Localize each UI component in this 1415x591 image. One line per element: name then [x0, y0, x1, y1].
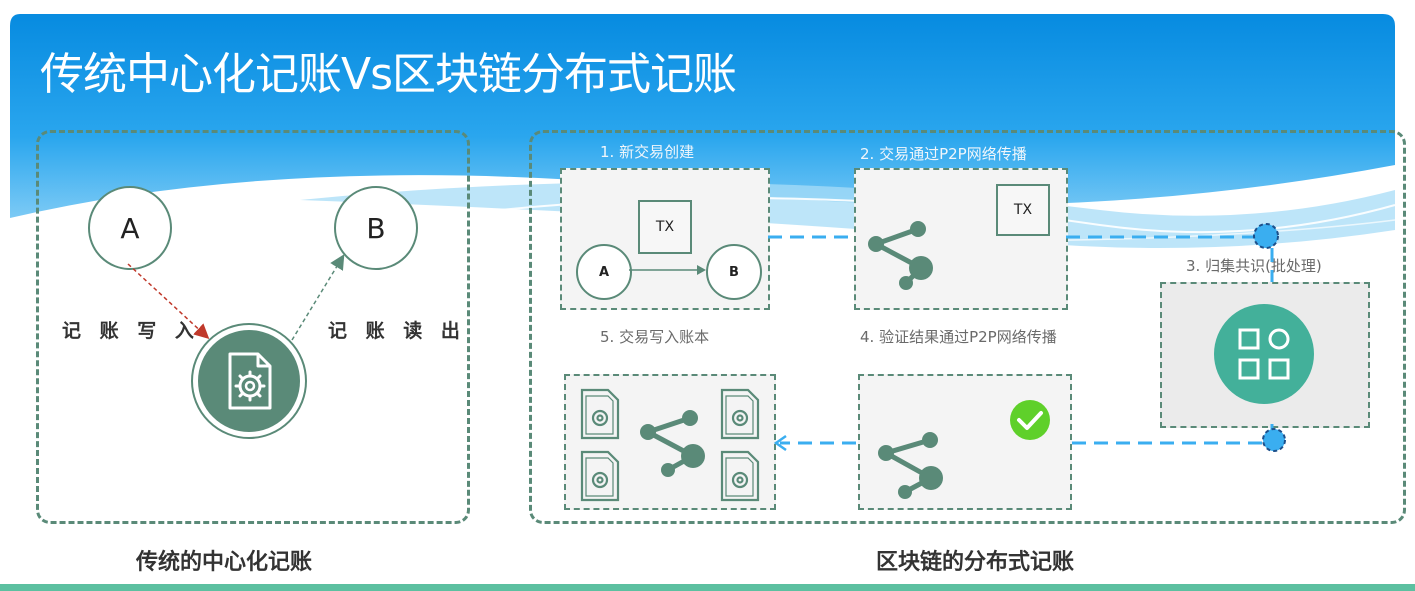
distributed-panel	[529, 130, 1406, 524]
mini-node-b: B	[706, 244, 762, 300]
centralized-caption: 传统的中心化记账	[136, 550, 313, 575]
step2-tx: TX	[996, 184, 1050, 236]
write-arrow	[127, 263, 210, 340]
check-icon	[1010, 400, 1050, 440]
share-icon	[868, 221, 933, 290]
read-arrow	[291, 254, 345, 341]
central-ledger	[191, 323, 307, 439]
node-b-label: B	[366, 211, 386, 245]
connector-node	[1262, 428, 1286, 452]
read-label: 记 账 读 出	[328, 320, 466, 342]
step2-label: 2. 交易通过P2P网络传播	[860, 145, 1027, 163]
connector-node	[1253, 223, 1279, 249]
footer-bar	[0, 584, 1415, 591]
document-gear-icon	[580, 388, 620, 440]
centralized-panel	[36, 130, 470, 524]
tx-label-2: TX	[1013, 202, 1033, 218]
document-gear-icon	[720, 450, 760, 502]
tx-label: TX	[655, 219, 675, 235]
step4-box	[858, 374, 1072, 510]
p2p-connectors	[768, 235, 1274, 445]
share-icon	[640, 410, 705, 477]
step1-tx: TX	[638, 200, 692, 254]
node-a-label: A	[120, 211, 140, 245]
step3-label: 3. 归集共识(批处理)	[1186, 257, 1322, 275]
mini-node-b-label: B	[729, 264, 739, 280]
write-label: 记 账 写 入	[62, 320, 200, 342]
page-title: 传统中心化记账Vs区块链分布式记账	[40, 49, 737, 100]
share-icon	[878, 432, 943, 499]
mini-node-a-label: A	[598, 264, 610, 280]
node-b: B	[334, 186, 418, 270]
mini-node-a: A	[576, 244, 632, 300]
node-a: A	[88, 186, 172, 270]
step4-label: 4. 验证结果通过P2P网络传播	[860, 328, 1057, 346]
document-gear-icon	[580, 450, 620, 502]
distributed-caption: 区块链的分布式记账	[876, 550, 1075, 575]
apps-grid-icon	[1214, 304, 1314, 404]
step5-label: 5. 交易写入账本	[600, 328, 710, 346]
step1-label: 1. 新交易创建	[600, 143, 695, 161]
document-gear-icon	[228, 352, 272, 410]
document-gear-icon	[720, 388, 760, 440]
